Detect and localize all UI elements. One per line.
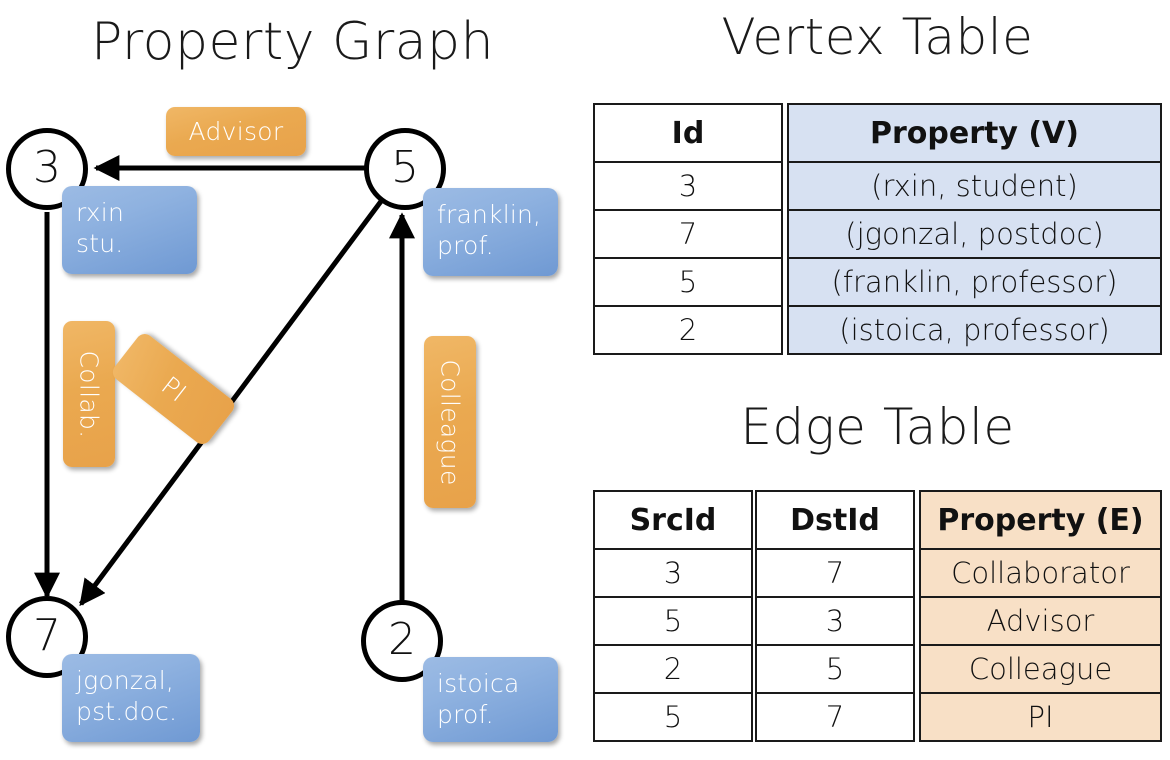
edge-table-header-property: Property (E) bbox=[919, 490, 1162, 550]
page-title-edge-table: Edge Table bbox=[740, 398, 1015, 456]
edge-label-collab: Collab. bbox=[63, 321, 115, 467]
edge-table-dstid-column: DstId 7 3 5 7 bbox=[755, 490, 915, 742]
vertex-property-2-line1: istoica bbox=[437, 669, 520, 698]
edge-dstid-cell: 5 bbox=[755, 644, 915, 694]
vertex-property-3-line1: rxin bbox=[76, 198, 124, 227]
vertex-table-property-column: Property (V) (rxin, student) (jgonzal, p… bbox=[787, 103, 1162, 355]
graph-node-2[interactable]: 2 bbox=[361, 600, 443, 682]
edge-dstid-cell: 7 bbox=[755, 548, 915, 598]
table-row: 5 bbox=[593, 692, 753, 742]
table-row: 3 bbox=[593, 548, 753, 598]
edge-dstid-cell: 7 bbox=[755, 692, 915, 742]
vertex-property-2-line2: prof. bbox=[437, 699, 494, 729]
edge-srcid-cell: 3 bbox=[593, 548, 753, 598]
edge-table-header-dstid: DstId bbox=[755, 490, 915, 550]
table-header-row: Property (V) bbox=[787, 103, 1162, 163]
table-row: PI bbox=[919, 692, 1162, 742]
table-row: (rxin, student) bbox=[787, 161, 1162, 211]
page-title-vertex-table: Vertex Table bbox=[721, 8, 1034, 66]
edge-label-advisor-text: Advisor bbox=[188, 117, 284, 146]
table-row: 3 bbox=[593, 161, 783, 211]
graph-node-7-label: 7 bbox=[33, 609, 61, 661]
table-row: Collaborator bbox=[919, 548, 1162, 598]
table-row: 5 bbox=[593, 596, 753, 646]
vertex-id-cell: 2 bbox=[593, 305, 783, 355]
graph-node-3-label: 3 bbox=[33, 141, 61, 193]
table-row: (istoica, professor) bbox=[787, 305, 1162, 355]
vertex-property-cell: (istoica, professor) bbox=[787, 305, 1162, 355]
table-row: 5 bbox=[593, 257, 783, 307]
table-header-row: Id bbox=[593, 103, 783, 163]
edge-table-property-column: Property (E) Collaborator Advisor Collea… bbox=[919, 490, 1162, 742]
vertex-table-header-property: Property (V) bbox=[787, 103, 1162, 163]
vertex-table-id-column: Id 3 7 5 2 bbox=[593, 103, 783, 355]
table-row: 7 bbox=[755, 548, 915, 598]
edge-property-cell: Colleague bbox=[919, 644, 1162, 694]
page-title-property-graph: Property Graph bbox=[90, 12, 495, 72]
vertex-property-cell: (jgonzal, postdoc) bbox=[787, 209, 1162, 259]
table-row: Advisor bbox=[919, 596, 1162, 646]
edge-property-cell: PI bbox=[919, 692, 1162, 742]
edge-dstid-cell: 3 bbox=[755, 596, 915, 646]
table-header-row: DstId bbox=[755, 490, 915, 550]
graph-node-5[interactable]: 5 bbox=[364, 128, 446, 210]
edge-label-colleague-text: Colleague bbox=[435, 358, 465, 486]
table-header-row: Property (E) bbox=[919, 490, 1162, 550]
table-row: Colleague bbox=[919, 644, 1162, 694]
edge-label-collab-text: Collab. bbox=[74, 350, 104, 438]
edge-property-cell: Collaborator bbox=[919, 548, 1162, 598]
table-row: (franklin, professor) bbox=[787, 257, 1162, 307]
vertex-property-box-7: jgonzal, pst.doc. bbox=[62, 654, 200, 742]
edge-label-advisor: Advisor bbox=[166, 107, 306, 156]
vertex-property-7-line2: pst.doc. bbox=[76, 696, 178, 726]
vertex-id-cell: 5 bbox=[593, 257, 783, 307]
table-row: 2 bbox=[593, 644, 753, 694]
table-row: 7 bbox=[755, 692, 915, 742]
vertex-property-box-3: rxin stu. bbox=[62, 186, 197, 274]
table-row: 2 bbox=[593, 305, 783, 355]
property-graph-diagram: 3 5 7 2 rxin stu. franklin, prof. jgonza… bbox=[6, 107, 558, 742]
graph-node-5-label: 5 bbox=[391, 141, 419, 193]
edge-srcid-cell: 5 bbox=[593, 596, 753, 646]
edge-label-colleague: Colleague bbox=[424, 336, 476, 508]
vertex-id-cell: 7 bbox=[593, 209, 783, 259]
edge-srcid-cell: 2 bbox=[593, 644, 753, 694]
edge-label-pi-text: PI bbox=[155, 370, 192, 408]
vertex-id-cell: 3 bbox=[593, 161, 783, 211]
vertex-property-box-5: franklin, prof. bbox=[423, 188, 558, 276]
edge-srcid-cell: 5 bbox=[593, 692, 753, 742]
table-row: (jgonzal, postdoc) bbox=[787, 209, 1162, 259]
vertex-property-cell: (franklin, professor) bbox=[787, 257, 1162, 307]
edge-table-srcid-column: SrcId 3 5 2 5 bbox=[593, 490, 753, 742]
vertex-property-5-line1: franklin, bbox=[437, 200, 542, 229]
edge-table-header-srcid: SrcId bbox=[593, 490, 753, 550]
edge-property-cell: Advisor bbox=[919, 596, 1162, 646]
table-header-row: SrcId bbox=[593, 490, 753, 550]
vertex-table-header-id: Id bbox=[593, 103, 783, 163]
vertex-property-3-line2: stu. bbox=[76, 228, 124, 258]
table-row: 7 bbox=[593, 209, 783, 259]
vertex-property-cell: (rxin, student) bbox=[787, 161, 1162, 211]
table-row: 5 bbox=[755, 644, 915, 694]
table-row: 3 bbox=[755, 596, 915, 646]
vertex-property-5-line2: prof. bbox=[437, 230, 494, 260]
vertex-property-7-line1: jgonzal, bbox=[76, 666, 175, 695]
graph-node-2-label: 2 bbox=[388, 613, 416, 665]
vertex-property-box-2: istoica prof. bbox=[423, 657, 558, 742]
